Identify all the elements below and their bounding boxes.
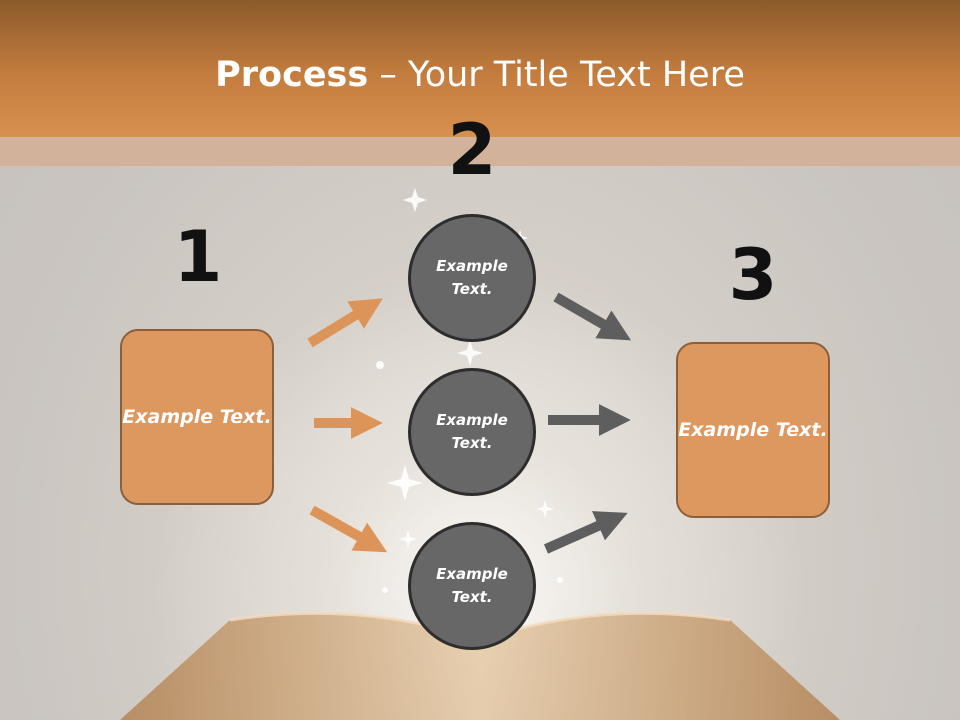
step-number-1: 1 <box>173 216 223 298</box>
slide-title: Process – Your Title Text Here <box>0 52 960 98</box>
step-2-node-1: Example Text. <box>408 214 536 342</box>
title-bar <box>0 0 960 137</box>
arrow-left-to-top <box>307 298 383 348</box>
step-2-node-3: Example Text. <box>408 522 536 650</box>
step-2-node-2-text: Example Text. <box>436 411 508 452</box>
step-2-node-2: Example Text. <box>408 368 536 496</box>
step-number-2: 2 <box>447 109 497 191</box>
arrow-left-to-bottom <box>309 505 388 553</box>
title-bar-strip <box>0 137 960 166</box>
arrow-bottom-to-right <box>543 511 628 554</box>
arrow-top-to-right <box>553 292 632 341</box>
step-3-box-text: Example Text. <box>678 418 828 441</box>
step-2-node-1-text: Example Text. <box>436 257 508 298</box>
step-number-3: 3 <box>728 234 778 316</box>
step-2-node-3-text: Example Text. <box>436 565 508 606</box>
step-3-box: Example Text. <box>676 342 830 518</box>
step-1-box-text: Example Text. <box>122 405 272 428</box>
title-regular-part: – Your Title Text Here <box>368 55 745 95</box>
step-1-box: Example Text. <box>120 329 274 505</box>
title-bold-part: Process <box>215 55 369 95</box>
